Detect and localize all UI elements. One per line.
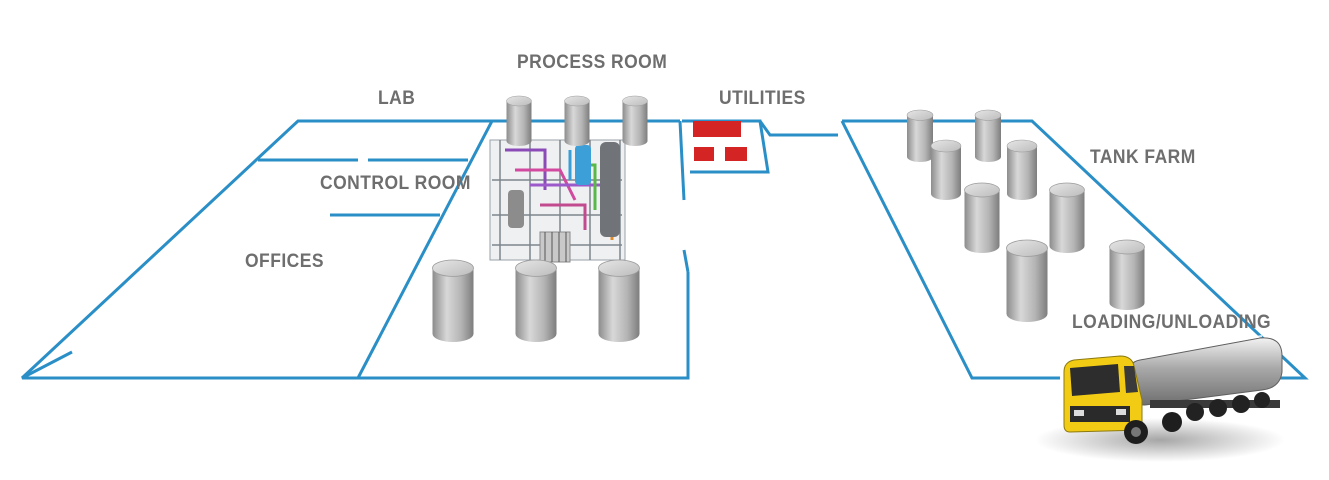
storage-tank-icon [622, 95, 648, 147]
label-utilities: UTILITIES [719, 88, 806, 109]
storage-tank-icon [506, 95, 532, 147]
building-outline [20, 119, 1309, 380]
storage-tank-icon [598, 259, 640, 343]
storage-tank-icon [564, 95, 590, 147]
label-tank-farm: TANK FARM [1090, 147, 1196, 168]
storage-tank-icon [906, 109, 934, 163]
label-loading-unloading: LOADING/UNLOADING [1072, 312, 1272, 333]
label-control-room: CONTROL ROOM [320, 173, 471, 194]
storage-tank-icon [515, 259, 557, 343]
storage-tank-icon [964, 182, 1000, 254]
process-room-right-wall [678, 120, 690, 273]
left-building-wall [21, 272, 690, 380]
process-skid-icon [489, 139, 626, 263]
storage-tank-icon [432, 259, 474, 343]
storage-tank-icon [1006, 139, 1038, 201]
tanker-truck-icon [1035, 335, 1285, 462]
storage-tank-icon [974, 109, 1002, 163]
storage-tank-icon [1049, 182, 1085, 254]
storage-tank-icon [930, 139, 962, 201]
storage-tank-icon [1006, 239, 1048, 323]
label-process-room: PROCESS ROOM [517, 52, 668, 73]
storage-tank-icon [1109, 239, 1145, 311]
label-lab: LAB [378, 88, 416, 109]
utility-unit-icon [693, 121, 747, 161]
inner-divider-wall [356, 120, 494, 379]
label-offices: OFFICES [245, 251, 324, 272]
left-building-back-wall [20, 119, 490, 380]
